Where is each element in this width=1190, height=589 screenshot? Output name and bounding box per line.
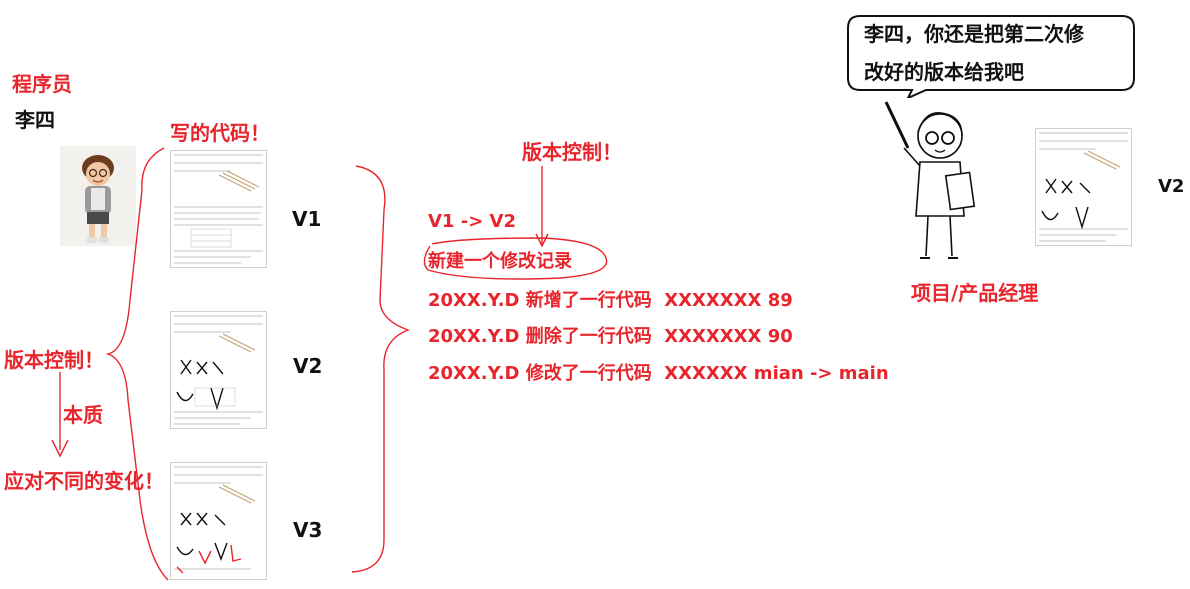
left-version-control-label: 版本控制！ bbox=[4, 348, 104, 372]
manager-doc-version-label: V2 bbox=[1158, 176, 1185, 197]
manager-figure bbox=[880, 96, 990, 266]
change-record-add: 20XX.Y.D 新增了一行代码 XXXXXXX 89 bbox=[428, 290, 793, 311]
new-record-label: 新建一个修改记录 bbox=[428, 251, 572, 272]
essence-arrow bbox=[51, 372, 69, 458]
speech-line-2: 改好的版本给我吧 bbox=[864, 60, 1024, 84]
change-record-modify: 20XX.Y.D 修改了一行代码 XXXXXX mian -> main bbox=[428, 363, 889, 384]
programmer-avatar bbox=[60, 146, 136, 246]
code-document-v3 bbox=[170, 462, 267, 580]
manager-label: 项目/产品经理 bbox=[911, 281, 1039, 305]
right-brace bbox=[351, 165, 411, 573]
programmer-name-label: 李四 bbox=[15, 108, 55, 132]
manager-document-v2 bbox=[1035, 128, 1132, 246]
programmer-role-label: 程序员 bbox=[12, 72, 72, 96]
version-control-title: 版本控制！ bbox=[522, 140, 622, 164]
version-label-v3: V3 bbox=[293, 518, 323, 542]
change-record-delete: 20XX.Y.D 删除了一行代码 XXXXXXX 90 bbox=[428, 326, 793, 347]
annotation-strokes bbox=[51, 147, 608, 581]
speech-line-1: 李四，你还是把第二次修 bbox=[864, 22, 1084, 46]
essence-label: 本质 bbox=[63, 403, 103, 427]
version-label-v2: V2 bbox=[293, 354, 323, 378]
version-label-v1: V1 bbox=[292, 207, 322, 231]
code-document-v2 bbox=[170, 311, 267, 429]
code-label: 写的代码！ bbox=[170, 121, 270, 145]
version-control-arrow bbox=[535, 166, 549, 248]
new-record-circle bbox=[423, 237, 608, 280]
code-document-v1 bbox=[170, 150, 267, 268]
speech-bubble: 李四，你还是把第二次修 改好的版本给我吧 bbox=[846, 12, 1136, 98]
left-brace bbox=[105, 147, 169, 581]
version-transition: V1 -> V2 bbox=[428, 211, 516, 232]
